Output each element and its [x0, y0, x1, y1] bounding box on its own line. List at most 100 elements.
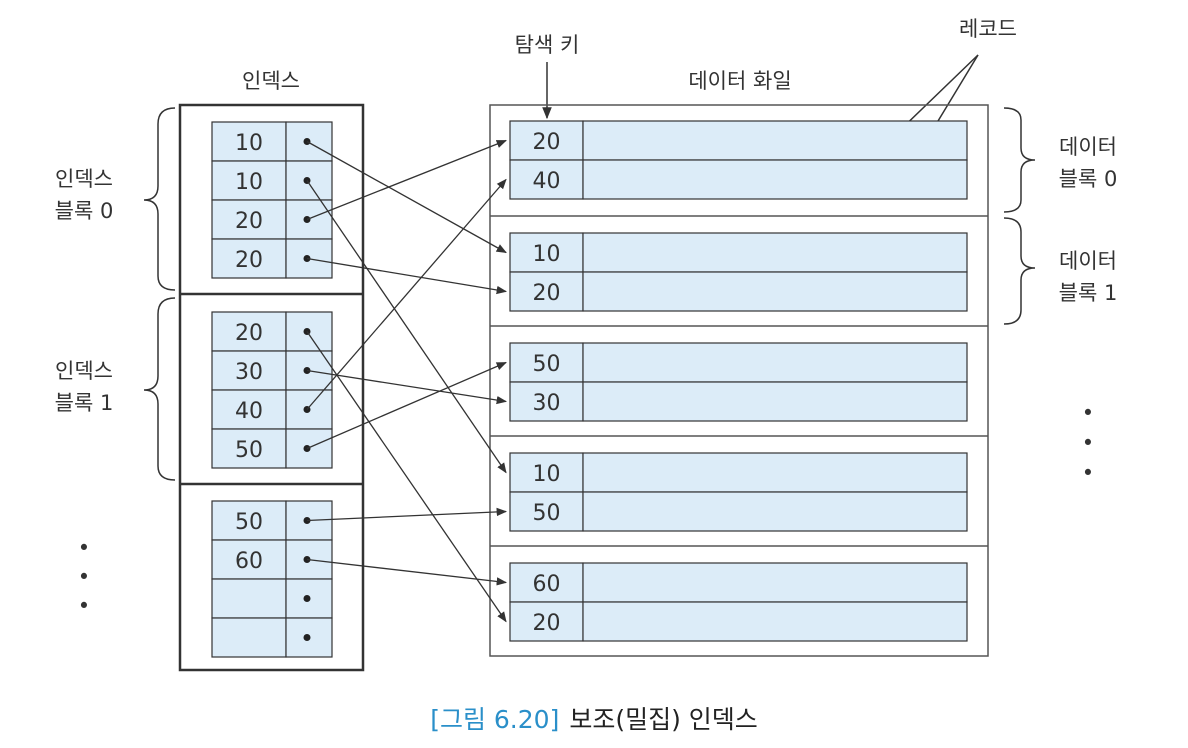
record-key-cell: [509, 381, 584, 422]
record-body-cell: [582, 159, 968, 200]
pointer-arrow: [306, 558, 508, 586]
data-block-1-label-line1: 데이터: [1059, 249, 1117, 273]
record-body-cell: [582, 120, 968, 161]
data-ellipsis-dot-1: •: [1082, 401, 1094, 425]
index-key-value: 50: [235, 510, 263, 535]
data-ellipsis-dot-2: •: [1082, 431, 1094, 455]
data-record: 20: [509, 271, 968, 312]
index-key-value: 20: [235, 248, 263, 273]
index-block-1-brace: [143, 297, 176, 481]
figure-title: 보조(밀집) 인덱스: [569, 705, 758, 734]
data-record: 50: [509, 342, 968, 383]
record-key-value: 50: [533, 352, 561, 377]
record-key-cell: [509, 120, 584, 161]
record-key-value: 60: [533, 572, 561, 597]
index-entry: [211, 617, 333, 658]
index-key-value: 10: [235, 131, 263, 156]
data-block-1-label-line2: 블록 1: [1059, 281, 1118, 305]
data-record: 30: [509, 381, 968, 422]
pointer-dot: [303, 634, 311, 641]
record-key-value: 10: [533, 242, 561, 267]
index-key-cell: [211, 311, 287, 352]
index-entry: 20: [211, 238, 333, 279]
record-key-value: 20: [533, 281, 561, 306]
data-file-frame: [489, 104, 989, 657]
index-entries: 10 10 20 20 20 30 40 50 50 60: [211, 121, 333, 658]
pointer-arrow: [306, 140, 507, 254]
index-entry: 10: [211, 160, 333, 201]
pointer-arrow: [306, 507, 508, 522]
data-record: 60: [509, 562, 968, 603]
index-ellipsis-dot-1: •: [78, 536, 90, 560]
record-key-cell: [509, 491, 584, 532]
record-body-cell: [582, 271, 968, 312]
record-key-cell: [509, 271, 584, 312]
data-record: 10: [509, 232, 968, 273]
index-entry: 50: [211, 428, 333, 469]
data-block-0-label-line2: 블록 0: [1059, 167, 1118, 191]
record-key-cell: [509, 232, 584, 273]
figure-number: [그림 6.20]: [430, 705, 560, 734]
index-key-cell: [211, 121, 287, 162]
index-key-value: 20: [235, 209, 263, 234]
index-entry: [211, 578, 333, 619]
index-key-value: 50: [235, 438, 263, 463]
data-record: 20: [509, 120, 968, 161]
record-key-cell: [509, 562, 584, 603]
pointer-arrow: [306, 139, 507, 221]
pointer-arrow: [306, 331, 507, 623]
index-entry: 20: [211, 199, 333, 240]
record-key-cell: [509, 452, 584, 493]
data-block-1-brace: [1003, 217, 1036, 325]
record-key-cell: [509, 159, 584, 200]
data-block-0-label-line1: 데이터: [1059, 135, 1117, 159]
index-block-0-label-line2: 블록 0: [55, 199, 114, 223]
record-body-cell: [582, 342, 968, 383]
index-entry: 40: [211, 389, 333, 430]
index-key-value: 20: [235, 321, 263, 346]
record-body-cell: [582, 601, 968, 642]
data-record: 10: [509, 452, 968, 493]
index-entry: 30: [211, 350, 333, 391]
record-key-value: 30: [533, 391, 561, 416]
figure-caption: [그림 6.20] 보조(밀집) 인덱스: [0, 700, 1188, 736]
record-label: 레코드: [959, 17, 1017, 41]
pointer-arrow: [306, 257, 508, 295]
index-ellipsis-dot-2: •: [78, 565, 90, 589]
record-body-cell: [582, 232, 968, 273]
index-key-cell: [211, 578, 287, 619]
record-key-value: 20: [533, 611, 561, 636]
index-key-cell: [211, 500, 287, 541]
data-record: 40: [509, 159, 968, 200]
index-entry: 20: [211, 311, 333, 352]
index-entry: 60: [211, 539, 333, 580]
index-block-0-label-line1: 인덱스: [55, 167, 113, 191]
index-key-cell: [211, 389, 287, 430]
index-key-cell: [211, 350, 287, 391]
secondary-index-diagram: 인덱스 탐색 키 데이터 화일 레코드 인덱스 블록 0 인덱스 블록 1 데이…: [55, 17, 1118, 672]
data-record: 20: [509, 601, 968, 642]
record-body-cell: [582, 562, 968, 603]
index-key-cell: [211, 238, 287, 279]
record-body-cell: [582, 491, 968, 532]
record-key-value: 40: [533, 169, 561, 194]
index-block-1-label-line1: 인덱스: [55, 359, 113, 383]
index-file-frame: [178, 103, 365, 672]
index-title: 인덱스: [242, 69, 300, 93]
data-ellipsis-dot-3: •: [1082, 461, 1094, 485]
index-key-value: 30: [235, 360, 263, 385]
record-body-cell: [582, 452, 968, 493]
index-key-value: 40: [235, 399, 263, 424]
index-key-value: 10: [235, 170, 263, 195]
index-key-cell: [211, 617, 287, 658]
index-key-value: 60: [235, 549, 263, 574]
index-block-1-label-line2: 블록 1: [55, 391, 114, 415]
search-key-label: 탐색 키: [515, 33, 580, 57]
index-block-0-brace: [143, 107, 176, 291]
record-key-value: 20: [533, 130, 561, 155]
pointer-arrow: [306, 180, 507, 474]
index-entry: 10: [211, 121, 333, 162]
pointer-arrow: [306, 369, 508, 405]
pointer-arrow: [306, 178, 507, 410]
